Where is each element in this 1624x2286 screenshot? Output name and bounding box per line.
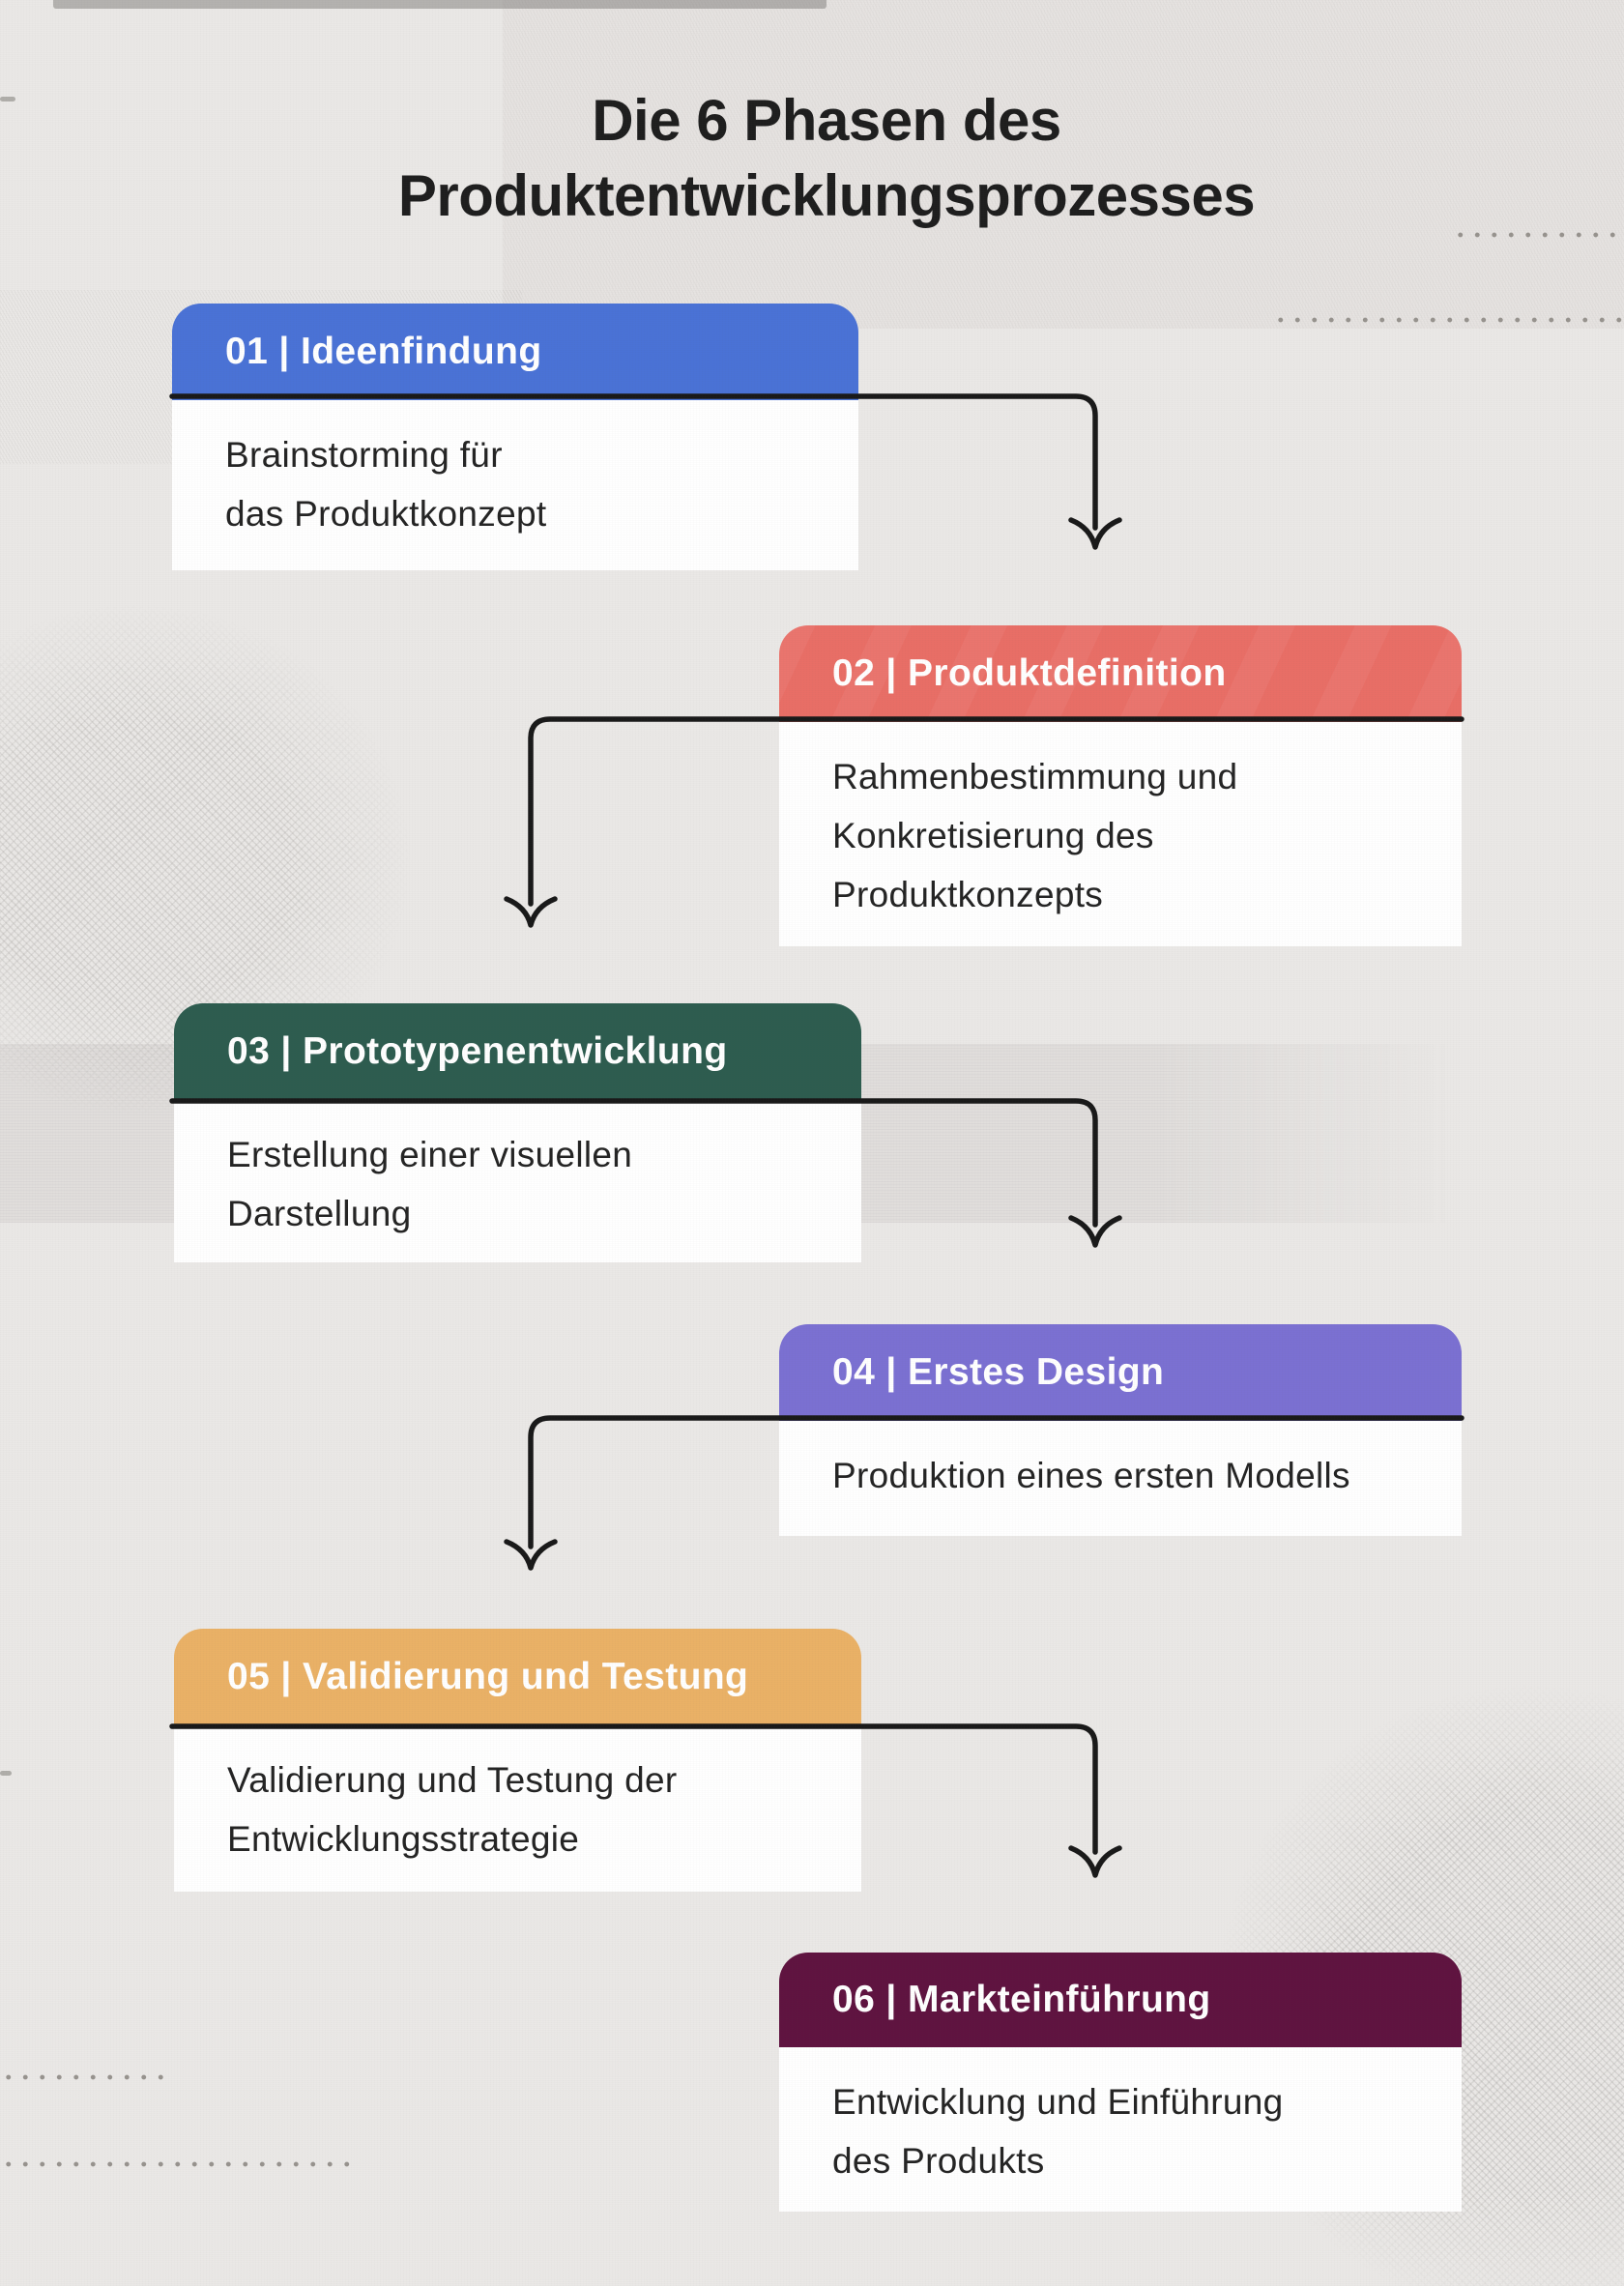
phase-card-04: 04 | Erstes Design Produktion eines erst… bbox=[779, 1324, 1462, 1536]
phase-02-label: 02 | Produktdefinition bbox=[832, 652, 1227, 694]
phase-05-body: Validierung und Testung der Entwicklungs… bbox=[174, 1725, 861, 1892]
phase-01-description: Brainstorming für das Produktkonzept bbox=[225, 435, 547, 534]
phase-04-body: Produktion eines ersten Modells bbox=[779, 1421, 1462, 1536]
flow-arrow-4-to-5 bbox=[504, 1415, 1464, 1571]
phase-03-body: Erstellung einer visuellen Darstellung bbox=[174, 1100, 861, 1262]
flow-arrow-1-to-2 bbox=[169, 393, 1122, 550]
phase-05-label: 05 | Validierung und Testung bbox=[227, 1656, 749, 1697]
phase-04-label: 04 | Erstes Design bbox=[832, 1351, 1165, 1393]
flow-arrow-3-to-4 bbox=[169, 1098, 1122, 1248]
phase-06-header: 06 | Markteinführung bbox=[779, 1953, 1462, 2047]
phase-06-label: 06 | Markteinführung bbox=[832, 1979, 1211, 2020]
phase-02-body: Rahmenbestimmung und Konkretisierung des… bbox=[779, 722, 1462, 946]
edge-dash-decoration bbox=[0, 1771, 12, 1776]
header-texture-sheen bbox=[779, 625, 1462, 722]
phase-card-03: 03 | Prototypenentwicklung Erstellung ei… bbox=[174, 1003, 861, 1262]
phase-card-06: 06 | Markteinführung Entwicklung und Ein… bbox=[779, 1953, 1462, 2212]
phase-card-02: 02 | Produktdefinition Rahmenbestimmung … bbox=[779, 625, 1462, 946]
torn-paper-edge bbox=[53, 0, 826, 9]
phase-06-body: Entwicklung und Einführung des Produkts bbox=[779, 2047, 1462, 2212]
phase-02-header: 02 | Produktdefinition bbox=[779, 625, 1462, 722]
phase-01-header: 01 | Ideenfindung bbox=[172, 304, 858, 400]
dotted-line-decoration bbox=[0, 2074, 172, 2080]
phase-card-05: 05 | Validierung und Testung Validierung… bbox=[174, 1629, 861, 1892]
phase-03-header: 03 | Prototypenentwicklung bbox=[174, 1003, 861, 1100]
phase-04-header: 04 | Erstes Design bbox=[779, 1324, 1462, 1421]
phase-01-label: 01 | Ideenfindung bbox=[225, 331, 542, 372]
flow-arrow-5-to-6 bbox=[169, 1723, 1122, 1878]
phase-01-body: Brainstorming für das Produktkonzept bbox=[172, 400, 858, 570]
phase-03-label: 03 | Prototypenentwicklung bbox=[227, 1030, 728, 1072]
phase-03-description: Erstellung einer visuellen Darstellung bbox=[227, 1135, 633, 1233]
dotted-line-decoration bbox=[0, 2161, 356, 2167]
flow-arrow-2-to-3 bbox=[504, 716, 1464, 928]
phase-02-description: Rahmenbestimmung und Konkretisierung des… bbox=[832, 757, 1238, 914]
phase-card-01: 01 | Ideenfindung Brainstorming für das … bbox=[172, 304, 858, 570]
page-title: Die 6 Phasen des Produktentwicklungsproz… bbox=[397, 88, 1256, 228]
phase-05-description: Validierung und Testung der Entwicklungs… bbox=[227, 1760, 678, 1859]
dotted-line-decoration bbox=[1452, 232, 1624, 238]
dotted-line-decoration bbox=[1272, 317, 1624, 323]
phase-06-description: Entwicklung und Einführung des Produkts bbox=[832, 2082, 1284, 2181]
phase-05-header: 05 | Validierung und Testung bbox=[174, 1629, 861, 1725]
edge-dash-decoration bbox=[0, 97, 15, 101]
phase-04-description: Produktion eines ersten Modells bbox=[832, 1456, 1350, 1495]
